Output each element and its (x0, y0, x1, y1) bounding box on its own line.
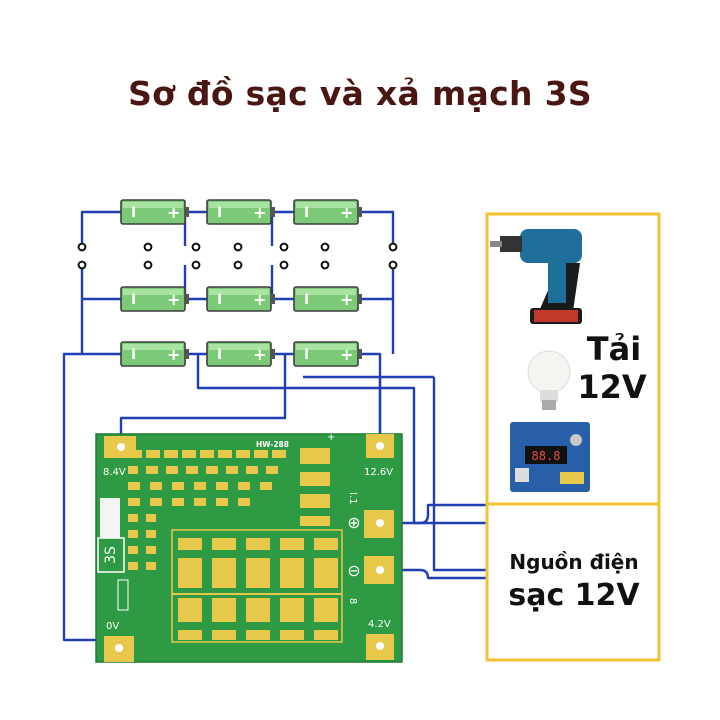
charger-label-line1: Nguồn điện (509, 550, 639, 574)
label-4v2: 4.2V (368, 619, 391, 630)
battery-minus-label: I (217, 205, 222, 221)
buck-converter-icon: 88.8 (510, 422, 590, 492)
battery-cell: I+ (206, 199, 275, 225)
board-model-label: HW-288 (256, 440, 289, 449)
battery-minus-label: I (131, 292, 136, 308)
battery-cell: I+ (293, 286, 362, 312)
battery-cell: I+ (206, 341, 275, 367)
battery-minus-label: I (217, 347, 222, 363)
silkscreen-box (100, 498, 120, 538)
wire-tap-3 (303, 375, 434, 440)
drill-icon (490, 229, 582, 324)
bulb-icon (527, 350, 571, 410)
label-8v4: 8.4V (103, 467, 126, 478)
battery-cell: I+ (206, 286, 275, 312)
connection-dots (77, 242, 398, 270)
battery-cell: I+ (120, 199, 189, 225)
battery-plus-label: + (167, 345, 180, 364)
battery-plus-label: + (340, 203, 353, 222)
label-12v6: 12.6V (364, 467, 393, 478)
wire-load-neg (432, 377, 488, 572)
battery-plus-label: + (167, 290, 180, 309)
battery-minus-label: I (304, 347, 309, 363)
battery-plus-label: + (253, 290, 266, 309)
battery-plus-label: + (340, 345, 353, 364)
label-3s: 3S (103, 546, 119, 564)
wire-top-left (80, 210, 121, 246)
battery-minus-label: I (131, 205, 136, 221)
battery-minus-label: I (304, 205, 309, 221)
battery-plus-label: + (253, 203, 266, 222)
load-label-line2: 12V (577, 368, 647, 406)
module-display: 88.8 (532, 449, 561, 463)
charger-label-line2: sạc 12V (508, 578, 640, 613)
wire-out-neg (380, 568, 488, 580)
wire-out-pos (380, 503, 488, 525)
wire-bottom-left (62, 352, 121, 642)
board-small-plus: + (327, 432, 335, 443)
battery-cell: I+ (120, 341, 189, 367)
side-mark-2: 8 (347, 598, 358, 604)
battery-array: I+I+I+I+I+I+I+I+I+ (120, 199, 362, 367)
battery-minus-label: I (131, 347, 136, 363)
wire-mid-left (80, 265, 121, 301)
wire-tap-1 (196, 354, 488, 525)
side-mark: I.1 (347, 492, 358, 505)
label-0v: 0V (106, 621, 119, 632)
pos-symbol: ⊕ (347, 513, 360, 532)
bms-board: HW-288 + 8.4V 12.6V 0V 4.2V 3S ⊕ ⊖ I.1 8 (95, 432, 403, 663)
battery-cell: I+ (293, 199, 362, 225)
charger-box (485, 502, 661, 662)
page-title: Sơ đồ sạc và xả mạch 3S (128, 74, 592, 113)
mosfets (171, 529, 343, 643)
battery-plus-label: + (167, 203, 180, 222)
smd-components (128, 448, 330, 570)
battery-cell: I+ (120, 286, 189, 312)
battery-cell: I+ (293, 341, 362, 367)
battery-minus-label: I (217, 292, 222, 308)
wire-bottom-right (360, 352, 382, 440)
load-label-line1: Tải (586, 330, 642, 368)
battery-plus-label: + (253, 345, 266, 364)
battery-minus-label: I (304, 292, 309, 308)
battery-plus-label: + (340, 290, 353, 309)
wire-top-right (360, 210, 395, 246)
neg-symbol: ⊖ (347, 561, 360, 580)
label-3s-box (97, 537, 125, 573)
wire-tap-2 (119, 354, 287, 440)
wire-mid-right (360, 265, 395, 301)
